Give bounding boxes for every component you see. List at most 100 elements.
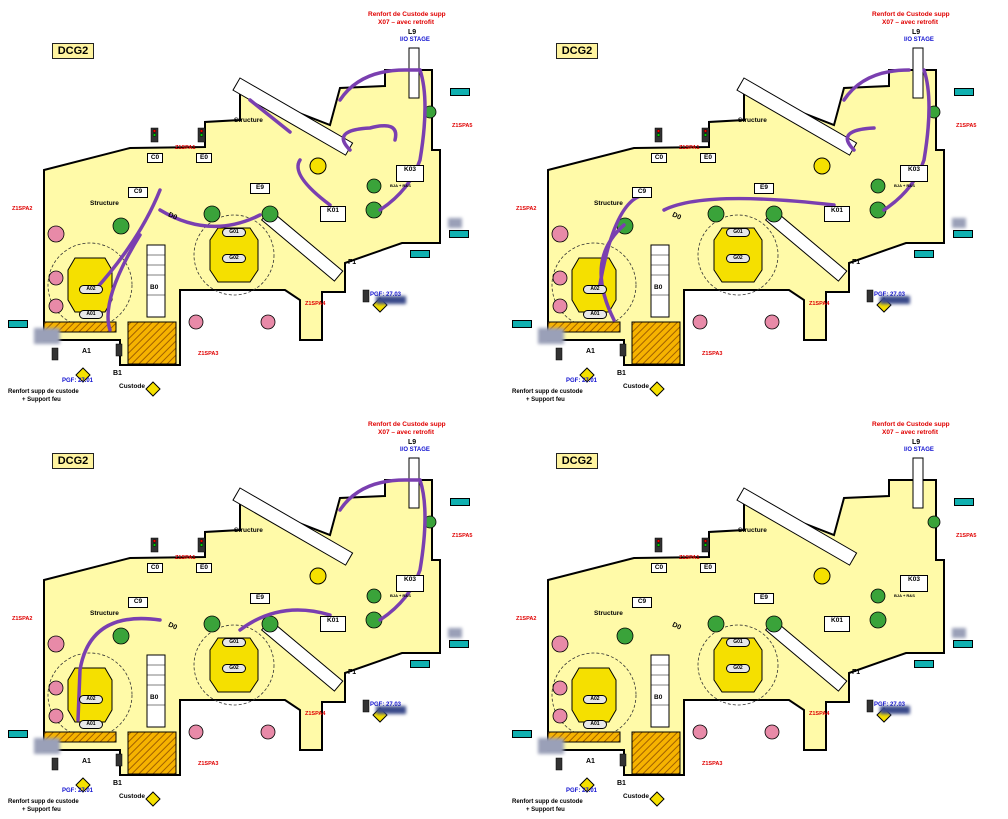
zone-z1spa5: Z1SPA5 (956, 123, 977, 129)
header-note-line2: X07 – avec retrofit (378, 429, 435, 436)
equipment-tag (512, 730, 532, 738)
redacted-label (376, 296, 406, 304)
header-note-line2: X07 – avec retrofit (882, 19, 939, 26)
process-flow-segment (662, 196, 836, 212)
header-note-line1: Renfort de Custode supp (368, 421, 446, 428)
station-k01: K01 (320, 206, 346, 222)
cell-layout-top-left: DCG2 Renfort de Custode supp X07 – avec … (0, 0, 504, 409)
cell-layout-bottom-left: DCG2 Renfort de Custode supp X07 – avec … (0, 410, 504, 819)
zone-z1spa3: Z1SPA3 (702, 351, 723, 357)
load-station-custode (127, 321, 177, 365)
load-station-a (547, 731, 621, 743)
zone-z1spa4: Z1SPA4 (809, 301, 830, 307)
load-station-a (547, 321, 621, 333)
signal-towers (555, 127, 874, 361)
bja-res-k03: BJA + R&S (390, 183, 411, 188)
structure-label-left: Structure (594, 200, 623, 207)
station-e9: E9 (754, 183, 774, 194)
pgf-bottom: PGF: 27.01 (566, 788, 598, 794)
structure-label-top: Structure (738, 117, 767, 124)
equipment-tag (914, 250, 934, 258)
structure-label-left: Structure (90, 610, 119, 617)
cell-layout-top-right: DCG2 Renfort de Custode supp X07 – avec … (504, 0, 1008, 409)
pgf-right: PGF: 27.03 (874, 702, 906, 708)
zone-z1spa1: Z1SPA1 (679, 555, 700, 561)
robot-yellow-h0 (813, 157, 831, 175)
fixture-a01: A01 (583, 720, 607, 729)
header-note-line1: Renfort de Custode supp (872, 11, 950, 18)
robot-yellow-h0 (813, 567, 831, 585)
equipment-tag (449, 640, 469, 648)
io-stage-label: I/O STAGE (904, 37, 934, 43)
pgf-bottom: PGF: 27.01 (62, 788, 94, 794)
station-c9: C9 (128, 597, 148, 608)
zone-z1spa2: Z1SPA2 (516, 616, 537, 622)
station-e9: E9 (754, 593, 774, 604)
fixture-a02: A02 (583, 695, 607, 704)
bja-res-k03: BJA + R&S (894, 183, 915, 188)
bja-res-k03: BJA + R&S (894, 593, 915, 598)
station-a1: A1 (82, 758, 91, 765)
station-c9: C9 (128, 187, 148, 198)
fixture-a01: A01 (79, 720, 103, 729)
station-e0: E0 (196, 153, 212, 163)
fixture-a02: A02 (583, 285, 607, 294)
cell-title: DCG2 (52, 43, 94, 59)
equipment-tag (450, 498, 470, 506)
robot-pink-group (47, 635, 276, 740)
process-flow-segment (845, 126, 876, 152)
io-stage-rail (408, 47, 420, 99)
cell-floor-plan (43, 457, 441, 807)
station-k01: K01 (824, 616, 850, 632)
station-e9: E9 (250, 593, 270, 604)
station-e0: E0 (700, 153, 716, 163)
custode-label: Custode (623, 383, 649, 390)
equipment-tag (450, 88, 470, 96)
station-l9: L9 (408, 29, 417, 36)
header-note-line2: X07 – avec retrofit (882, 429, 939, 436)
footer-note-line2: + Support feu (22, 807, 61, 813)
process-flow-segment (106, 233, 142, 332)
custode-label: Custode (119, 383, 145, 390)
cell-layout-bottom-right: DCG2 Renfort de Custode supp X07 – avec … (504, 410, 1008, 819)
cell-title: DCG2 (52, 453, 94, 469)
header-note-line2: X07 – avec retrofit (378, 19, 435, 26)
station-c9: C9 (632, 597, 652, 608)
station-a1: A1 (82, 348, 91, 355)
turntable-area-center (697, 624, 779, 706)
station-b1: B1 (113, 780, 122, 787)
zone-z1spa2: Z1SPA2 (12, 206, 33, 212)
structure-label-left: Structure (90, 200, 119, 207)
cell-floor-area (547, 69, 945, 366)
robot-pink-group (551, 225, 780, 330)
redacted-panel (34, 328, 60, 344)
load-station-custode (127, 731, 177, 775)
station-l9: L9 (912, 439, 921, 446)
station-c0: C0 (147, 563, 163, 573)
header-note-line1: Renfort de Custode supp (368, 11, 446, 18)
zone-z1spa3: Z1SPA3 (702, 761, 723, 767)
footer-note-line1: Renfort supp de custode (8, 389, 79, 395)
zone-z1spa1: Z1SPA1 (175, 555, 196, 561)
process-flow-segment (599, 223, 626, 322)
footer-note-line2: + Support feu (22, 397, 61, 403)
process-flow-path (597, 68, 931, 322)
load-station-custode (631, 731, 681, 775)
cell-floor-plan (547, 47, 945, 397)
robot-pink-group (47, 225, 276, 330)
process-flow-segment (248, 98, 292, 134)
fixture-a02: A02 (79, 285, 103, 294)
redacted-label (376, 706, 406, 714)
conveyor-upper-diagonal (232, 487, 354, 566)
robot-green-group (616, 515, 941, 645)
io-stage-rail (912, 457, 924, 509)
process-flow-segment (341, 124, 398, 152)
zone-z1spa4: Z1SPA4 (809, 711, 830, 717)
footer-note-line2: + Support feu (526, 397, 565, 403)
process-flow-segment (93, 188, 162, 292)
signal-towers (51, 537, 370, 771)
structure-label-top: Structure (234, 117, 263, 124)
station-c0: C0 (651, 563, 667, 573)
process-flow-segment (378, 478, 427, 622)
io-stage-label: I/O STAGE (400, 447, 430, 453)
